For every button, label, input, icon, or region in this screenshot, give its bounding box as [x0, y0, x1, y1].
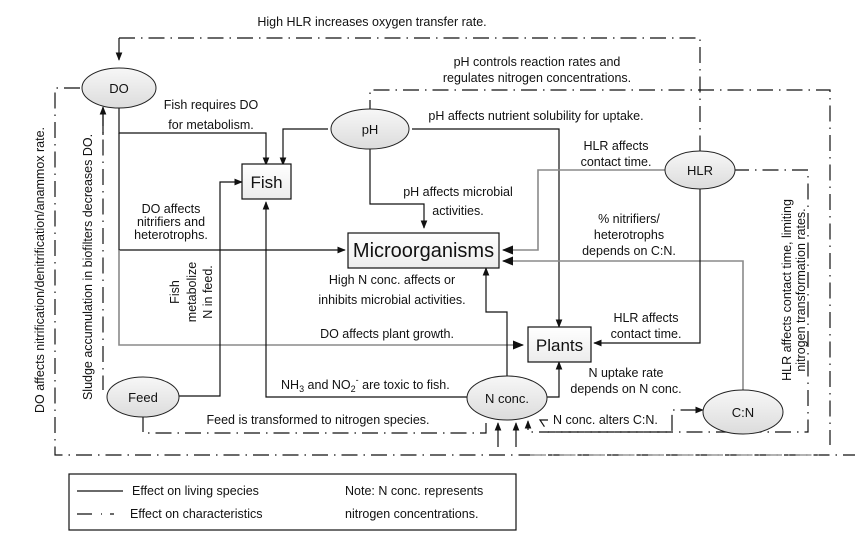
- label-highn-1: High N conc. affects or: [329, 273, 455, 287]
- label-do-nitrifiers-1: DO affects: [142, 202, 201, 216]
- nconc-label: N conc.: [485, 391, 529, 406]
- node-feed: Feed: [106, 376, 180, 418]
- do-plant-line: [118, 250, 525, 350]
- legend: Effect on living species Effect on chara…: [68, 473, 517, 531]
- do-label: DO: [109, 81, 129, 96]
- legend-dashed-label: Effect on characteristics: [130, 507, 262, 521]
- label-hlr-contact-a-2: contact time.: [581, 155, 652, 169]
- plants-label: Plants: [536, 336, 583, 355]
- label-feed-transform: Feed is transformed to nitrogen species.: [206, 413, 429, 427]
- label-ph-controls-1: pH controls reaction rates and: [454, 55, 621, 69]
- label-do-nitrifiers-2: nitrifiers and: [137, 215, 205, 229]
- label-fish-do-2: for metabolism.: [168, 118, 253, 132]
- hlr-label: HLR: [687, 163, 713, 178]
- label-do-nitrifiers-3: heterotrophs.: [134, 228, 208, 242]
- label-fish-do-1: Fish requires DO: [164, 98, 259, 112]
- label-hlr-oxygen: High HLR increases oxygen transfer rate.: [257, 15, 486, 29]
- label-hlr-contact-b-1: HLR affects: [613, 311, 678, 325]
- label-ph-microbial-1: pH affects microbial: [403, 185, 513, 199]
- hlr-micro-line: [501, 169, 665, 255]
- nconc-micro-line: [482, 267, 508, 376]
- dashed-connectors: [54, 37, 855, 456]
- legend-solid-label: Effect on living species: [132, 484, 259, 498]
- label-do-plant: DO affects plant growth.: [320, 327, 454, 341]
- cn-micro-line: [501, 256, 744, 393]
- do-fish-line: [118, 100, 270, 166]
- cn-label: C:N: [732, 405, 754, 420]
- hlr-oxygen-line: [119, 37, 701, 155]
- ph-fish-line: [279, 128, 328, 166]
- label-pct-3: depends on C:N.: [582, 244, 676, 258]
- box-microorganisms: Microorganisms: [347, 232, 500, 269]
- do-nitrification-line: [54, 87, 855, 456]
- node-cn: C:N: [702, 389, 784, 435]
- solid-connectors: [118, 100, 744, 447]
- legend-note-1: Note: N conc. represents: [345, 484, 483, 498]
- label-fish-metab-3: N in feed.: [201, 265, 215, 319]
- label-ph-solubility: pH affects nutrient solubility for uptak…: [428, 109, 643, 123]
- label-hlr-limit-1: HLR affects contact time, limiting: [780, 199, 794, 381]
- label-pct-2: heterotrophs: [594, 228, 664, 242]
- box-fish: Fish: [241, 163, 292, 200]
- feed-label: Feed: [128, 390, 158, 405]
- feed-fish-line: [178, 178, 243, 397]
- label-ph-microbial-2: activities.: [432, 204, 483, 218]
- label-highn-2: inhibits microbial activities.: [318, 293, 465, 307]
- hlr-plants-line: [593, 188, 701, 347]
- legend-box: [68, 473, 517, 531]
- legend-note-2: nitrogen concentrations.: [345, 507, 478, 521]
- label-nconc-cn: N conc. alters C:N.: [553, 413, 658, 427]
- label-fish-metab-2: metabolize: [185, 262, 199, 322]
- nconc-cn-line: [538, 406, 704, 433]
- fish-label: Fish: [250, 173, 282, 192]
- label-hlr-contact-b-2: contact time.: [611, 327, 682, 341]
- nconc-plants-line: [546, 361, 563, 398]
- feed-transform-line: [142, 416, 487, 434]
- node-nconc: N conc.: [466, 375, 548, 421]
- ph-label: pH: [362, 122, 379, 137]
- label-fish-metab-1: Fish: [168, 280, 182, 304]
- label-ph-controls-2: regulates nitrogen concentrations.: [443, 71, 631, 85]
- label-pct-1: % nitrifiers/: [598, 212, 660, 226]
- micro-label: Microorganisms: [353, 240, 494, 262]
- nconc-fish-line: [262, 201, 470, 398]
- label-uptake-2: depends on N conc.: [570, 382, 681, 396]
- label-sludge: Sludge accumulation in biofilters decrea…: [81, 134, 95, 400]
- ph-micro-line: [369, 146, 428, 229]
- label-hlr-contact-a-1: HLR affects: [583, 139, 648, 153]
- ph-controls-line: [369, 89, 831, 445]
- label-hlr-limit-2: nitrogen transformation rates.: [794, 208, 808, 371]
- node-ph: pH: [330, 108, 410, 150]
- box-plants: Plants: [527, 326, 592, 363]
- label-toxic: NH3 and NO2- are toxic to fish.: [281, 375, 450, 394]
- edge-labels: High HLR increases oxygen transfer rate.…: [33, 15, 808, 427]
- hlr-limit-line: [528, 169, 809, 433]
- node-do: DO: [81, 67, 157, 109]
- label-uptake-1: N uptake rate: [588, 366, 663, 380]
- label-do-nitrification: DO affects nitrification/denitrification…: [33, 127, 47, 413]
- node-hlr: HLR: [664, 150, 736, 190]
